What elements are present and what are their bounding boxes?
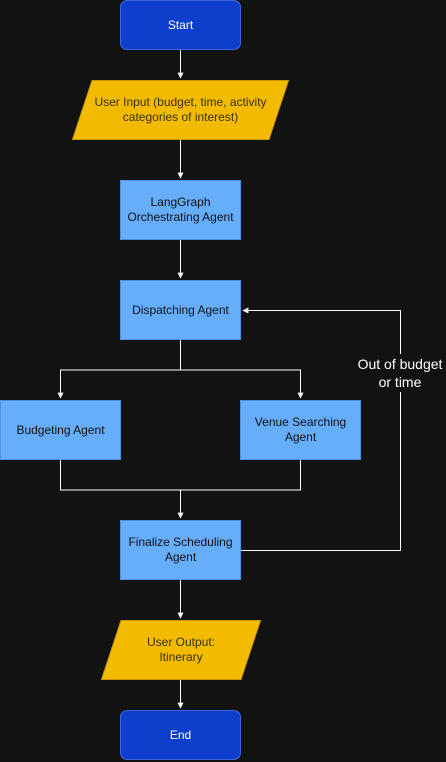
budgeting-node[interactable]: Budgeting Agent <box>0 400 121 460</box>
end-node[interactable]: End <box>120 710 241 760</box>
finalize-scheduling-node[interactable]: Finalize Scheduling Agent <box>120 520 241 580</box>
edge-dispatching-to-venue <box>180 369 304 399</box>
dispatching-node[interactable]: Dispatching Agent <box>120 280 241 340</box>
venue-searching-node-label: Venue Searching Agent <box>254 415 347 444</box>
budgeting-node-label: Budgeting Agent <box>16 422 105 437</box>
user-input-parallelogram <box>72 80 289 140</box>
loop-condition-label: Out of budget or time <box>355 354 445 392</box>
user-output-node[interactable]: User Output: Itinerary <box>101 620 261 680</box>
edge-venue-to-finalize <box>180 460 301 491</box>
user-input-node[interactable]: User Input (budget, time, activity categ… <box>72 80 289 140</box>
dispatching-node-label: Dispatching Agent <box>132 302 229 317</box>
finalize-scheduling-node-label: Finalize Scheduling Agent <box>128 535 233 564</box>
start-node-label: Start <box>167 17 194 32</box>
user-input-node-label: User Input (budget, time, activity categ… <box>94 95 267 124</box>
edge-dispatching-to-budgeting <box>57 340 181 399</box>
user-output-node-label: User Output: Itinerary <box>146 635 216 664</box>
orchestrator-node-label: LangGraph Orchestrating Agent <box>127 195 234 224</box>
orchestrator-node[interactable]: LangGraph Orchestrating Agent <box>120 180 241 240</box>
venue-searching-node[interactable]: Venue Searching Agent <box>240 400 361 460</box>
edge-budgeting-to-finalize <box>60 460 184 519</box>
edge-finalize-loop-to-dispatching <box>240 307 401 551</box>
user-output-parallelogram <box>101 620 261 680</box>
start-node[interactable]: Start <box>120 0 241 50</box>
end-node-label: End <box>169 727 192 742</box>
